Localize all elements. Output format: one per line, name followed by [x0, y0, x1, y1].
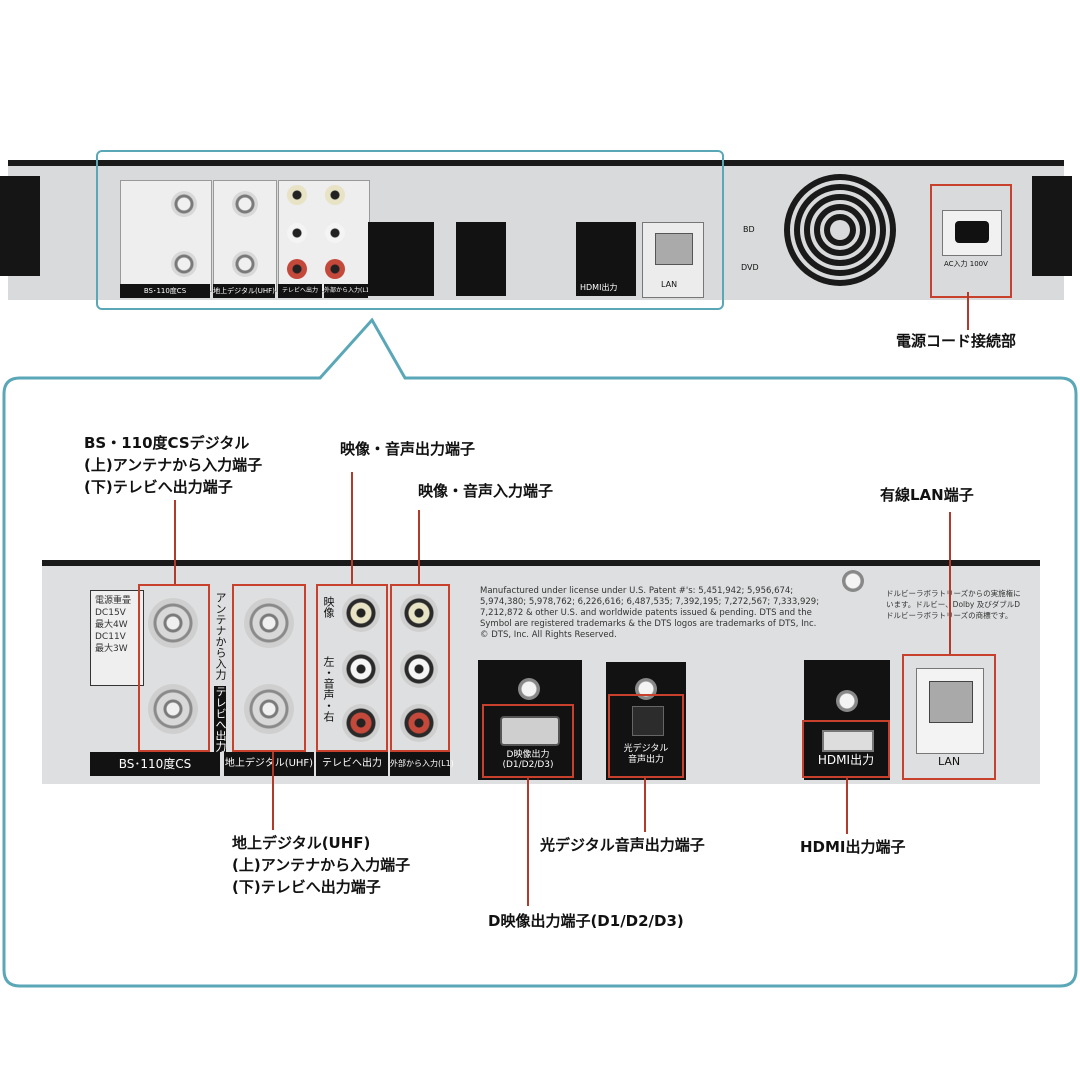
right-foot	[1032, 176, 1072, 276]
bs-cs-callout: BS・110度CSデジタル (上)アンテナから入力端子 (下)テレビへ出力端子	[84, 434, 263, 496]
bs-cs-leader	[174, 500, 176, 584]
av-out-video-jack	[342, 594, 380, 632]
d-out-highlight: D映像出力 (D1/D2/D3)	[482, 704, 574, 778]
optical-highlight: 光デジタル 音声出力	[608, 694, 684, 778]
av-in-video-jack	[400, 594, 438, 632]
av-out-audio-left-jack	[342, 650, 380, 688]
optical-leader	[644, 778, 646, 832]
d-video-leader	[527, 778, 529, 906]
uhf-antenna-in-connector	[244, 598, 294, 648]
hdmi-highlight: HDMI出力	[802, 720, 890, 778]
av-in-audio-right-jack	[400, 704, 438, 742]
uhf-leader	[272, 752, 274, 830]
av-out-highlight	[316, 584, 388, 752]
tv-out-vertical-label: テレビへ出力	[214, 686, 227, 752]
power-callout-label: 電源コード接続部	[896, 332, 1017, 350]
recorder-rear-overview: BS･110度CS 地上デジタル(UHF) テレビへ出力 外部から入力(L1) …	[0, 160, 1072, 300]
mini-label-bs: BS･110度CS	[120, 284, 210, 298]
hdmi-leader	[846, 778, 848, 834]
bs-cs-highlight	[138, 584, 210, 752]
uhf-tv-out-connector	[244, 684, 294, 734]
lan-callout: 有線LAN端子	[880, 486, 974, 504]
av-panel-mini	[278, 180, 370, 292]
lan-mini: LAN	[642, 222, 704, 298]
bottom-label-extin: 外部から入力(L1)	[390, 752, 454, 776]
bottom-label-tvout: テレビへ出力	[316, 752, 388, 776]
video-side-label: 映像	[322, 596, 335, 618]
mini-label-uhf: 地上デジタル(UHF)	[213, 284, 275, 298]
fan-grille-icon	[784, 174, 896, 286]
optical-callout: 光デジタル音声出力端子	[540, 836, 705, 854]
hdmi-callout: HDMI出力端子	[800, 838, 906, 856]
hdmi-mini: HDMI出力	[576, 222, 636, 296]
mini-label-tvout: テレビへ出力	[278, 284, 322, 298]
antenna-in-label: アンテナから入力	[214, 592, 227, 680]
av-out-audio-right-jack	[342, 704, 380, 742]
dvd-logo: DVD	[741, 263, 759, 272]
d-video-callout: D映像出力端子(D1/D2/D3)	[488, 912, 684, 930]
left-foot	[0, 176, 40, 276]
power-highlight: AC入力 100V	[930, 184, 1012, 298]
av-out-leader	[351, 472, 353, 584]
optical-mini	[456, 222, 506, 296]
detail-frame	[2, 317, 1078, 988]
d-out-mini	[368, 222, 434, 296]
bd-logo: BD	[743, 225, 755, 234]
bottom-label-uhf: 地上デジタル(UHF)	[224, 752, 314, 776]
audio-side-label: 左・音声・右	[322, 656, 335, 722]
uhf-panel-mini	[213, 180, 277, 292]
screw-icon	[842, 570, 864, 592]
uhf-highlight	[232, 584, 306, 752]
lan-leader	[949, 512, 951, 654]
power-leader	[967, 292, 969, 330]
uhf-callout: 地上デジタル(UHF) (上)アンテナから入力端子 (下)テレビへ出力端子	[232, 834, 411, 896]
license-text: Manufactured under license under U.S. Pa…	[480, 586, 820, 640]
bottom-label-bs: BS･110度CS	[90, 752, 220, 776]
bs-panel-mini	[120, 180, 212, 292]
callout-source-frame	[96, 150, 724, 310]
mini-label-extin: 外部から入力(L1)	[324, 284, 372, 298]
av-in-audio-left-jack	[400, 650, 438, 688]
av-out-callout: 映像・音声出力端子	[340, 440, 476, 458]
av-in-highlight	[390, 584, 450, 752]
bs-antenna-in-connector	[148, 598, 198, 648]
av-in-leader	[418, 510, 420, 584]
bs-tv-out-connector	[148, 684, 198, 734]
av-in-callout: 映像・音声入力端子	[418, 482, 554, 500]
ac-input-label: AC入力 100V	[944, 260, 988, 268]
power-rating-box: 電源重畳 DC15V 最大4W DC11V 最大3W	[90, 590, 144, 686]
dolby-text: ドルビーラボラトリーズからの実施権に います。ドルビー、Dolby 及びダブルD…	[886, 589, 1021, 620]
lan-highlight: LAN	[902, 654, 996, 780]
